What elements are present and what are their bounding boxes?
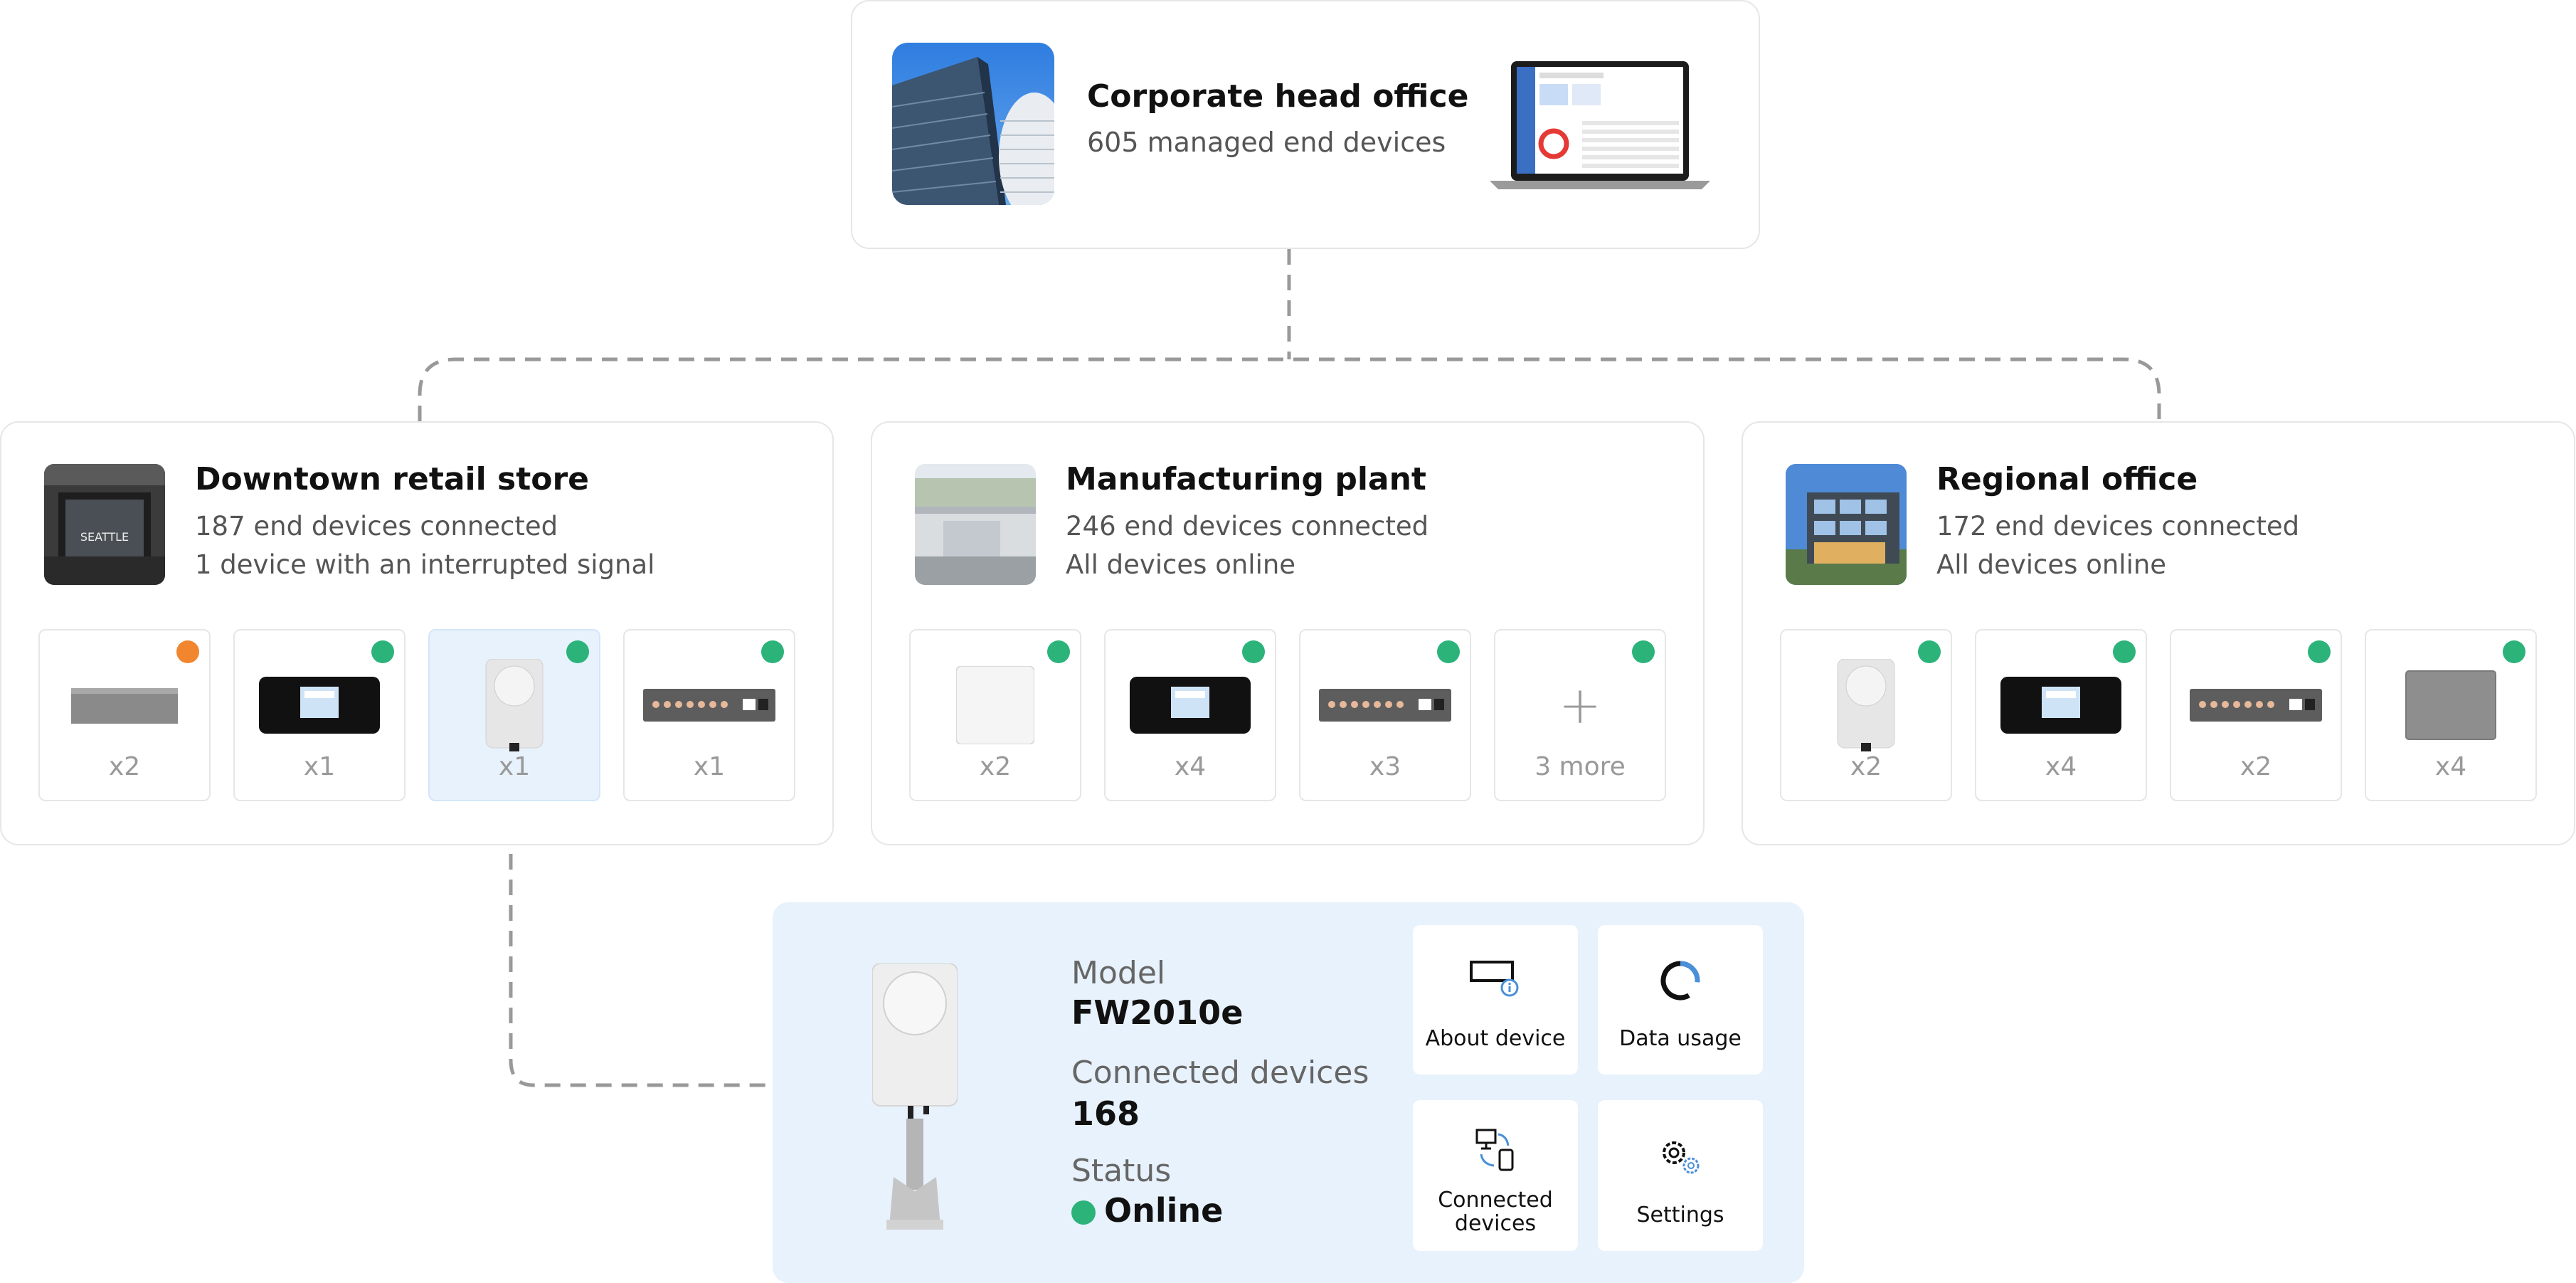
- data-usage-icon: [1660, 961, 1700, 1000]
- online-status-dot: [761, 640, 784, 663]
- online-status-dot: [2113, 640, 2136, 663]
- connected-devices-value: 168: [1071, 1094, 1140, 1133]
- device-count: x4: [2045, 752, 2077, 781]
- settings-button[interactable]: Settings: [1598, 1100, 1763, 1251]
- storefront-sign: SEATTLE: [80, 530, 129, 544]
- device-count: x3: [1369, 752, 1401, 781]
- site-devices-connected: 246 end devices connected: [1066, 511, 1429, 542]
- about-device-icon: [1470, 961, 1519, 997]
- device-tile-black-router[interactable]: x4: [1104, 629, 1276, 801]
- plus-icon: +: [1558, 675, 1602, 735]
- access-point-device-icon: [956, 666, 1034, 744]
- online-status-dot: [1242, 640, 1265, 663]
- black-router-device-icon: [1130, 677, 1251, 734]
- device-detail-panel: Model FW2010e Connected devices 168 Stat…: [773, 902, 1804, 1283]
- hq-photo: [892, 43, 1054, 205]
- site-status-line: All devices online: [1936, 549, 2167, 580]
- status-value: Online: [1071, 1191, 1223, 1230]
- online-status-dot: [1047, 640, 1070, 663]
- about-device-button[interactable]: About device: [1413, 925, 1578, 1075]
- connected-devices-action-label: Connected devices: [1438, 1188, 1553, 1236]
- online-status-dot: [1918, 640, 1941, 663]
- online-status-dot: [566, 640, 589, 663]
- site-title: Downtown retail store: [195, 461, 590, 497]
- connected-devices-icon: [1475, 1129, 1514, 1171]
- gray-box-device-icon: [71, 688, 178, 724]
- site-photo-storefront: SEATTLE: [44, 464, 165, 585]
- about-device-label: About device: [1425, 1026, 1566, 1051]
- switch-device-icon: [643, 689, 775, 722]
- outdoor-unit-device-icon: [485, 659, 544, 751]
- hq-subtitle: 605 managed end devices: [1087, 127, 1446, 158]
- device-photo-fw2010e: [871, 963, 958, 1234]
- device-tile-white-outdoor-unit[interactable]: x2: [1780, 629, 1952, 801]
- online-status-dot: [2503, 640, 2525, 663]
- data-usage-label: Data usage: [1619, 1026, 1742, 1051]
- device-count: x1: [303, 752, 336, 781]
- site-title: Manufacturing plant: [1066, 461, 1426, 497]
- model-label: Model: [1071, 955, 1166, 991]
- site-status-line: 1 device with an interrupted signal: [195, 549, 655, 580]
- site-photo-factory: [915, 464, 1036, 585]
- settings-label: Settings: [1636, 1203, 1724, 1227]
- online-status-dot: [1632, 640, 1655, 663]
- device-tile-more[interactable]: + 3 more: [1494, 629, 1666, 801]
- device-count: x1: [693, 752, 726, 781]
- site-devices-connected: 187 end devices connected: [195, 511, 558, 542]
- model-value: FW2010e: [1071, 993, 1244, 1032]
- connected-devices-label: Connected devices: [1071, 1055, 1369, 1091]
- black-router-device-icon: [259, 677, 380, 734]
- status-label: Status: [1071, 1153, 1172, 1189]
- device-count: x4: [2434, 752, 2467, 781]
- online-status-dot: [2308, 640, 2331, 663]
- site-card-manufacturing[interactable]: Manufacturing plant 246 end devices conn…: [871, 421, 1705, 845]
- device-tile-black-router[interactable]: x1: [233, 629, 406, 801]
- site-card-regional[interactable]: Regional office 172 end devices connecte…: [1742, 421, 2575, 845]
- device-count: x2: [108, 752, 141, 781]
- device-count: x2: [1850, 752, 1882, 781]
- connected-devices-button[interactable]: Connected devices: [1413, 1100, 1578, 1251]
- device-tile-switch[interactable]: x1: [623, 629, 795, 801]
- switch-device-icon: [1319, 689, 1451, 722]
- device-count: x2: [2240, 752, 2272, 781]
- device-tile-white-access-point[interactable]: x2: [909, 629, 1081, 801]
- data-usage-button[interactable]: Data usage: [1598, 925, 1763, 1075]
- device-count: x2: [979, 752, 1012, 781]
- device-count: x1: [498, 752, 531, 781]
- device-tile-gray-cube[interactable]: x4: [2365, 629, 2537, 801]
- hq-card[interactable]: Corporate head office 605 managed end de…: [851, 0, 1760, 249]
- more-devices-label: 3 more: [1535, 752, 1626, 781]
- site-card-downtown[interactable]: SEATTLE Downtown retail store 187 end de…: [0, 421, 834, 845]
- site-photo-office-building: [1786, 464, 1907, 585]
- device-tile-gray-box[interactable]: x2: [38, 629, 211, 801]
- status-text: Online: [1104, 1191, 1224, 1230]
- site-title: Regional office: [1936, 461, 2198, 497]
- laptop-dashboard-image: [1490, 58, 1710, 194]
- device-tile-black-router[interactable]: x4: [1975, 629, 2147, 801]
- settings-icon: [1663, 1141, 1700, 1174]
- device-count: x4: [1174, 752, 1207, 781]
- online-status-dot: [371, 640, 394, 663]
- black-router-device-icon: [2000, 677, 2121, 734]
- online-status-dot: [1071, 1200, 1096, 1225]
- hq-title: Corporate head office: [1087, 78, 1469, 115]
- outdoor-unit-device-icon: [1837, 659, 1895, 751]
- site-devices-connected: 172 end devices connected: [1936, 511, 2300, 542]
- site-status-line: All devices online: [1066, 549, 1296, 580]
- switch-device-icon: [2190, 689, 2322, 722]
- device-tile-white-outdoor-unit-selected[interactable]: x1: [428, 629, 600, 801]
- device-tile-switch[interactable]: x2: [2170, 629, 2342, 801]
- gray-cube-device-icon: [2405, 670, 2496, 740]
- warning-status-dot: [176, 640, 199, 663]
- device-tile-switch[interactable]: x3: [1299, 629, 1471, 801]
- online-status-dot: [1437, 640, 1460, 663]
